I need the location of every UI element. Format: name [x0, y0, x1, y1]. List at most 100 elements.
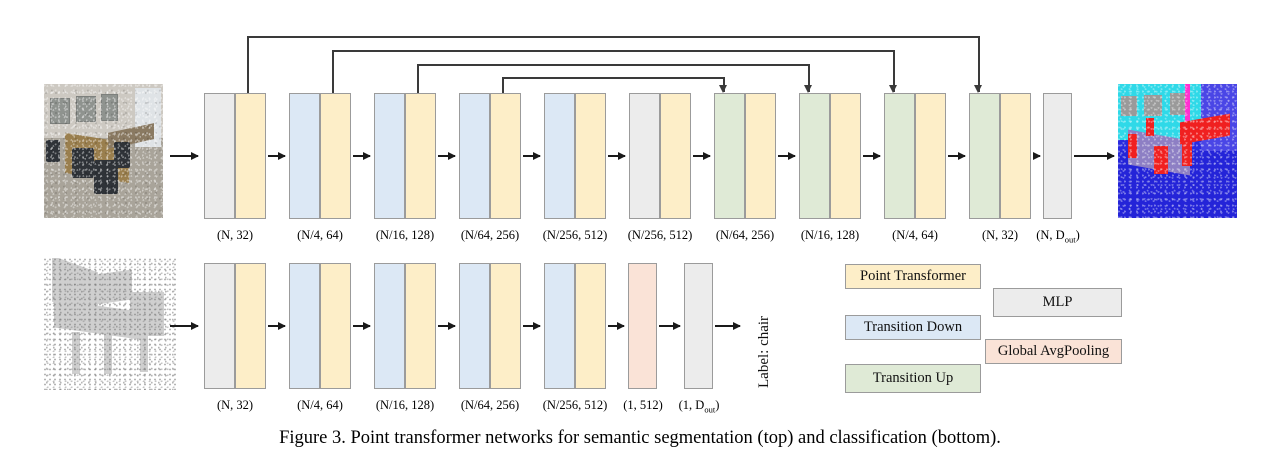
cls-block-6-global-avgpooling [628, 263, 657, 389]
seg-block-11-label-tail: ) [1075, 228, 1080, 242]
skip-connection-1-drop [975, 36, 982, 93]
seg-block-7-part-point-transformer [745, 93, 776, 219]
cls-block-7-part-mlp [684, 263, 713, 389]
skip-connection-1-riser [247, 36, 249, 93]
room-chair [114, 142, 130, 168]
seg-column-magenta [1184, 84, 1190, 138]
cls-arrow-5-gap [608, 321, 625, 330]
cls-block-4-part-point-transformer [490, 263, 521, 389]
seg-board [1144, 95, 1162, 116]
seg-arrow-1-2 [268, 151, 286, 160]
legend-label-transition-up: Transition Up [872, 370, 954, 386]
seg-arrow-9-10 [948, 151, 966, 160]
seg-arrow-2-3 [353, 151, 371, 160]
seg-arrow-in [170, 151, 199, 160]
cls-block-2-part-transition-down [289, 263, 320, 389]
cls-block-2 [289, 263, 351, 389]
seg-arrow-10-mlp [1033, 151, 1041, 160]
figure-caption: Figure 3. Point transformer networks for… [279, 428, 1001, 448]
legend-label-point-transformer: Point Transformer [860, 268, 966, 284]
seg-block-3-part-point-transformer [405, 93, 436, 219]
seg-block-3 [374, 93, 436, 219]
skip-connection-3-riser [417, 64, 419, 93]
cls-block-2-label: (N/4, 64) [297, 398, 343, 412]
seg-arrow-5-6 [608, 151, 626, 160]
seg-board [1121, 96, 1137, 116]
cls-block-5-label: (N/256, 512) [542, 398, 608, 412]
seg-block-4-label: (N/64, 256) [460, 228, 520, 242]
seg-block-10 [969, 93, 1031, 219]
seg-block-2 [289, 93, 351, 219]
legend-item-mlp: MLP [993, 288, 1122, 317]
cls-block-1-label: (N, 32) [216, 398, 254, 412]
cls-block-7-label-base: (1, D [678, 398, 705, 412]
seg-block-6 [629, 93, 691, 219]
skip-connection-2-drop [890, 50, 897, 93]
cls-block-6-label: (1, 512) [623, 398, 663, 412]
seg-block-9-label: (N/4, 64) [892, 228, 938, 242]
cls-arrow-gap-mlp [659, 321, 681, 330]
skip-connection-4-drop [720, 77, 727, 93]
legend-item-global-avgpooling: Global AvgPooling [985, 339, 1122, 364]
seg-block-5 [544, 93, 606, 219]
seg-block-2-part-transition-down [289, 93, 320, 219]
seg-chair [1146, 118, 1154, 136]
legend-label-transition-down: Transition Down [863, 319, 963, 335]
seg-block-5-part-transition-down [544, 93, 575, 219]
input-point-cloud-chair [44, 258, 176, 390]
room-picture [50, 98, 70, 124]
cls-block-7-label-tail: ) [715, 398, 720, 412]
seg-block-4-part-transition-down [459, 93, 490, 219]
seg-block-10-part-transition-up [969, 93, 1000, 219]
cls-arrow-in [170, 321, 199, 330]
cls-block-3 [374, 263, 436, 389]
seg-chair [1128, 134, 1137, 158]
room-picture [101, 94, 118, 121]
seg-chair [1154, 146, 1168, 174]
seg-arrow-4-5 [523, 151, 541, 160]
seg-block-1 [204, 93, 266, 219]
seg-block-11-label-base: (N, D [1036, 228, 1065, 242]
seg-block-9-part-transition-up [884, 93, 915, 219]
seg-block-5-label: (N/256, 512) [542, 228, 608, 242]
cls-arrow-2-3 [353, 321, 371, 330]
cls-block-4-label: (N/64, 256) [460, 398, 520, 412]
cls-arrow-mlp-label [715, 321, 741, 330]
seg-block-8-part-transition-up [799, 93, 830, 219]
seg-block-10-label: (N, 32) [981, 228, 1019, 242]
legend-item-transition-up: Transition Up [845, 364, 981, 393]
classification-output-label: Label: chair [756, 315, 772, 388]
cls-block-5-part-point-transformer [575, 263, 606, 389]
seg-block-2-part-point-transformer [320, 93, 351, 219]
cls-arrow-3-4 [438, 321, 456, 330]
seg-block-4-part-point-transformer [490, 93, 521, 219]
seg-board [1170, 93, 1186, 115]
seg-block-5-part-point-transformer [575, 93, 606, 219]
skip-connection-1-span [247, 36, 979, 38]
legend-label-global-avgpooling: Global AvgPooling [997, 343, 1110, 359]
seg-block-7-part-transition-up [714, 93, 745, 219]
skip-connection-2-span [332, 50, 893, 52]
cls-block-1-part-point-transformer [235, 263, 266, 389]
skip-connection-3-span [417, 64, 808, 66]
seg-chair [1182, 140, 1192, 166]
cls-block-6-part-global-avgpooling [628, 263, 657, 389]
legend-label-mlp: MLP [1042, 294, 1073, 310]
seg-block-1-part-mlp [204, 93, 235, 219]
point-cloud-noise [44, 258, 176, 390]
seg-block-10-part-point-transformer [1000, 93, 1031, 219]
cls-block-3-label: (N/16, 128) [375, 398, 435, 412]
seg-block-2-label: (N/4, 64) [297, 228, 343, 242]
cls-block-2-part-point-transformer [320, 263, 351, 389]
seg-block-9 [884, 93, 946, 219]
cls-arrow-4-5 [523, 321, 541, 330]
room-picture [76, 96, 96, 122]
cls-block-3-part-transition-down [374, 263, 405, 389]
cls-arrow-1-2 [268, 321, 286, 330]
seg-block-3-part-transition-down [374, 93, 405, 219]
skip-connection-4-riser [502, 77, 504, 93]
legend-item-point-transformer: Point Transformer [845, 264, 981, 289]
seg-block-8 [799, 93, 861, 219]
seg-block-7 [714, 93, 776, 219]
